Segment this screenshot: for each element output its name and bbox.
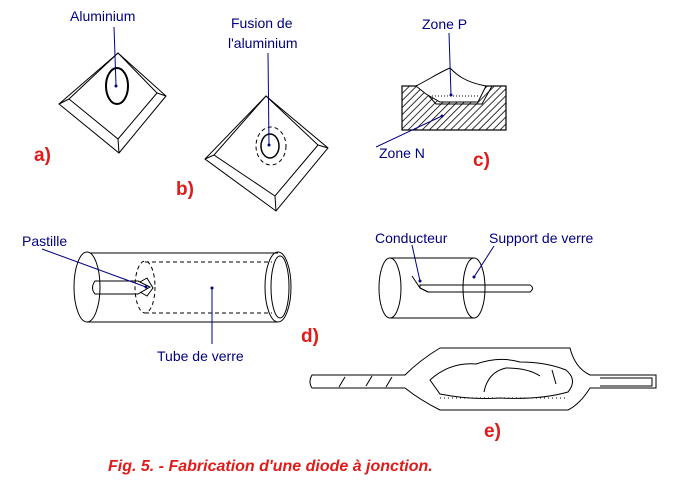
tube-right-end xyxy=(264,251,292,323)
support-left-end xyxy=(378,257,402,319)
pastille-holder xyxy=(92,280,152,295)
label-fusion-1: Fusion de xyxy=(231,15,293,31)
diode-junction-chip xyxy=(429,358,573,399)
tag-a: a) xyxy=(34,145,51,166)
tag-b: b) xyxy=(176,179,194,200)
chip-a: Aluminium xyxy=(58,8,167,154)
tube-left-end xyxy=(73,251,101,323)
label-zone-n: Zone N xyxy=(379,145,425,161)
support-tube-body xyxy=(390,257,474,319)
glass-tube: Pastille Tube de verre xyxy=(22,233,292,364)
fused-zone-inner xyxy=(260,133,280,159)
label-aluminium: Aluminium xyxy=(70,8,135,24)
label-conducteur: Conducteur xyxy=(375,230,448,246)
glass-support-rod xyxy=(419,284,533,293)
chip-b: Fusion de l'aluminium xyxy=(204,15,329,212)
aluminium-dot xyxy=(105,67,129,105)
tag-c: c) xyxy=(473,150,490,171)
tag-e: e) xyxy=(484,421,501,442)
support-right-end xyxy=(462,257,486,319)
label-tube-de-verre: Tube de verre xyxy=(157,348,244,364)
chip-a-top xyxy=(68,52,158,140)
figure-caption: Fig. 5. - Fabrication d'une diode à jonc… xyxy=(108,458,433,475)
conductor-support: Conducteur Support de verre xyxy=(375,230,593,319)
tube-body xyxy=(87,252,278,323)
label-fusion-2: l'aluminium xyxy=(228,35,298,51)
fused-zone-outer xyxy=(255,126,287,166)
label-pastille: Pastille xyxy=(22,233,67,249)
junction-cross-section: Zone P Zone N xyxy=(375,16,507,161)
sealed-diode xyxy=(309,347,657,411)
label-support-de-verre: Support de verre xyxy=(489,230,593,246)
tag-d: d) xyxy=(301,326,319,347)
pastille xyxy=(139,277,154,297)
label-zone-p: Zone P xyxy=(422,16,467,32)
diode-glass-envelope xyxy=(309,347,657,411)
chip-b-top xyxy=(213,95,319,197)
